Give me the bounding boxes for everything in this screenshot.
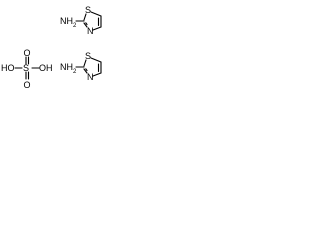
sulfuric-acid: S O O HO OH <box>1 48 53 90</box>
bond-top-s-c5 <box>90 11 102 17</box>
thiazole-top: S N NH 2 <box>60 5 102 36</box>
bond-top-c2-s <box>83 13 87 21</box>
acid-oxygen-bottom-label: O <box>24 80 31 90</box>
bond-top-c4-n <box>92 26 102 31</box>
bond-bottom-c2-s <box>83 59 87 67</box>
bond-bottom-n-c2-double <box>85 68 88 72</box>
bond-top-n-c2-double <box>85 22 88 26</box>
bond-bottom-c4-n <box>92 72 102 77</box>
chemical-structure-diagram: S N NH 2 S N NH 2 S O O HO OH <box>1 5 102 90</box>
bond-bottom-s-c5 <box>90 57 102 63</box>
bond-top-n-c2 <box>83 22 88 28</box>
top-nitrogen-label: N <box>87 26 94 36</box>
top-amine-subscript: 2 <box>73 23 77 29</box>
top-sulfur-label: S <box>85 5 91 15</box>
thiazole-bottom: S N NH 2 <box>60 51 102 82</box>
acid-oxygen-top-label: O <box>24 48 31 58</box>
bottom-amine-label: NH <box>60 62 73 72</box>
bottom-amine-subscript: 2 <box>73 69 77 75</box>
bond-bottom-n-c2 <box>83 68 88 74</box>
acid-hydroxyl-left-label: HO <box>1 63 15 73</box>
acid-sulfur-label: S <box>23 63 29 73</box>
bottom-sulfur-label: S <box>85 51 91 61</box>
bottom-nitrogen-label: N <box>87 72 94 82</box>
top-amine-label: NH <box>60 16 73 26</box>
acid-hydroxyl-right-label: OH <box>39 63 53 73</box>
